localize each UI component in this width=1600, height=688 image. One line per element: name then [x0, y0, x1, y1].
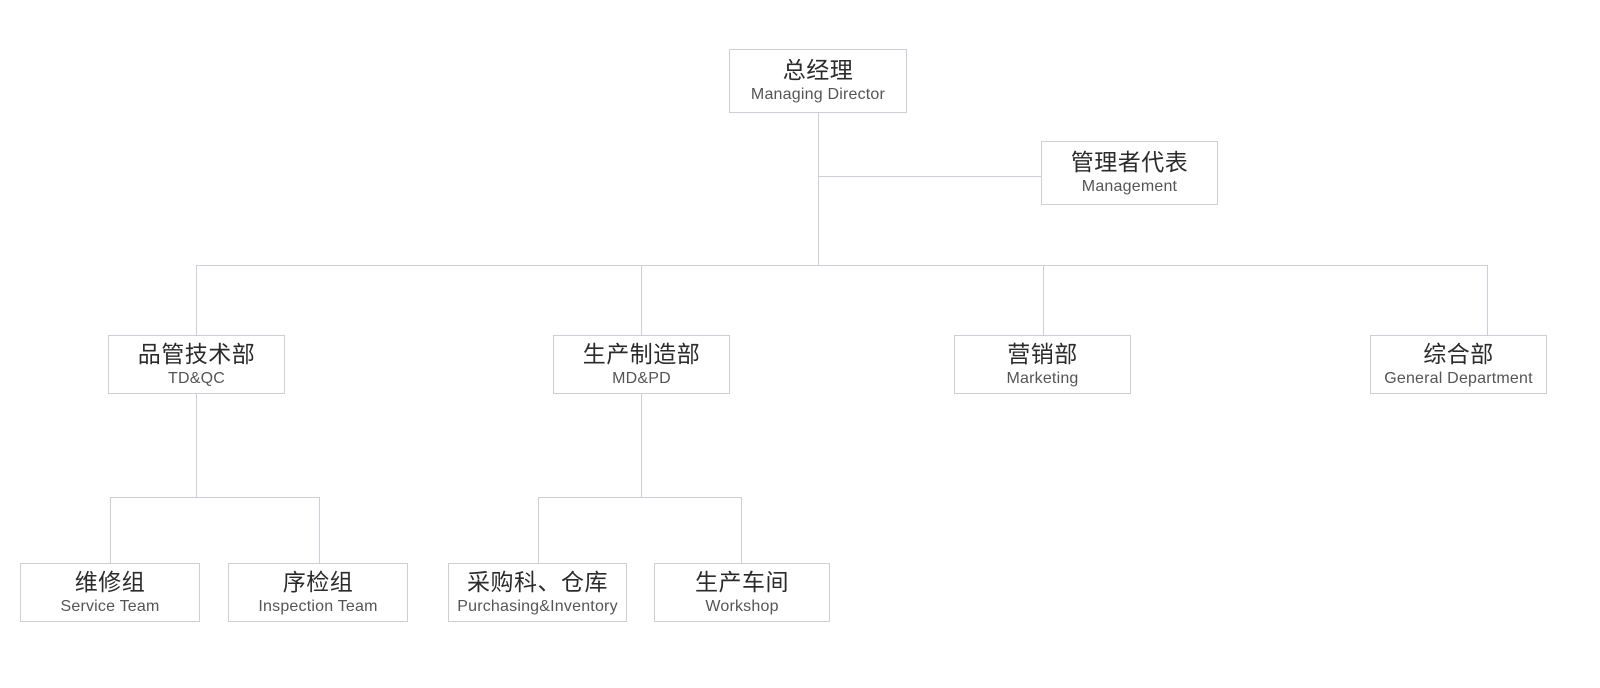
connector-tdqc-bus	[110, 497, 320, 498]
node-workshop[interactable]: 生产车间 Workshop	[654, 563, 830, 622]
node-service-team-en: Service Team	[60, 597, 160, 615]
node-management-cn: 管理者代表	[1070, 149, 1189, 176]
node-marketing-cn: 营销部	[1007, 340, 1078, 367]
node-service-team-cn: 维修组	[74, 568, 146, 595]
connector-mdpd-trunk	[641, 393, 642, 498]
node-management[interactable]: 管理者代表 Management	[1041, 141, 1218, 205]
connector-tdqc-to-inspection	[319, 497, 320, 563]
node-workshop-en: Workshop	[705, 597, 779, 615]
node-service-team[interactable]: 维修组 Service Team	[20, 563, 200, 622]
node-purchasing-inventory-cn: 采购科、仓库	[467, 568, 608, 595]
connector-bus-to-general	[1487, 265, 1488, 336]
connector-main-bus	[196, 265, 1488, 266]
node-marketing-en: Marketing	[1006, 369, 1079, 387]
node-managing-director-en: Managing Director	[750, 86, 886, 104]
node-general-department[interactable]: 综合部 General Department	[1370, 335, 1547, 394]
node-mdpd-en: MD&PD	[612, 369, 671, 387]
node-tdqc-en: TD&QC	[168, 369, 225, 387]
connector-bus-to-marketing	[1043, 265, 1044, 336]
node-managing-director-cn: 总经理	[782, 57, 854, 84]
node-mdpd-cn: 生产制造部	[582, 340, 701, 367]
node-managing-director[interactable]: 总经理 Managing Director	[729, 49, 907, 113]
connector-tdqc-to-service	[110, 497, 111, 563]
node-tdqc[interactable]: 品管技术部 TD&QC	[108, 335, 285, 394]
connector-mdpd-bus	[538, 497, 742, 498]
connector-mdpd-to-purchasing	[538, 497, 539, 563]
node-management-en: Management	[1081, 178, 1178, 196]
connector-bus-to-tdqc	[196, 265, 197, 336]
node-marketing[interactable]: 营销部 Marketing	[954, 335, 1131, 394]
node-inspection-team-en: Inspection Team	[258, 597, 378, 615]
node-general-department-en: General Department	[1384, 369, 1533, 387]
node-tdqc-cn: 品管技术部	[137, 340, 256, 367]
connector-md-to-management	[818, 176, 1042, 177]
node-purchasing-inventory[interactable]: 采购科、仓库 Purchasing&Inventory	[448, 563, 627, 622]
connector-md-trunk	[818, 112, 819, 266]
node-inspection-team-cn: 序检组	[282, 568, 354, 595]
node-inspection-team[interactable]: 序检组 Inspection Team	[228, 563, 408, 622]
connector-mdpd-to-workshop	[741, 497, 742, 563]
node-mdpd[interactable]: 生产制造部 MD&PD	[553, 335, 730, 394]
node-purchasing-inventory-en: Purchasing&Inventory	[457, 597, 618, 615]
node-general-department-cn: 综合部	[1423, 340, 1494, 367]
connector-tdqc-trunk	[196, 393, 197, 498]
node-workshop-cn: 生产车间	[695, 568, 789, 595]
connector-bus-to-mdpd	[641, 265, 642, 336]
